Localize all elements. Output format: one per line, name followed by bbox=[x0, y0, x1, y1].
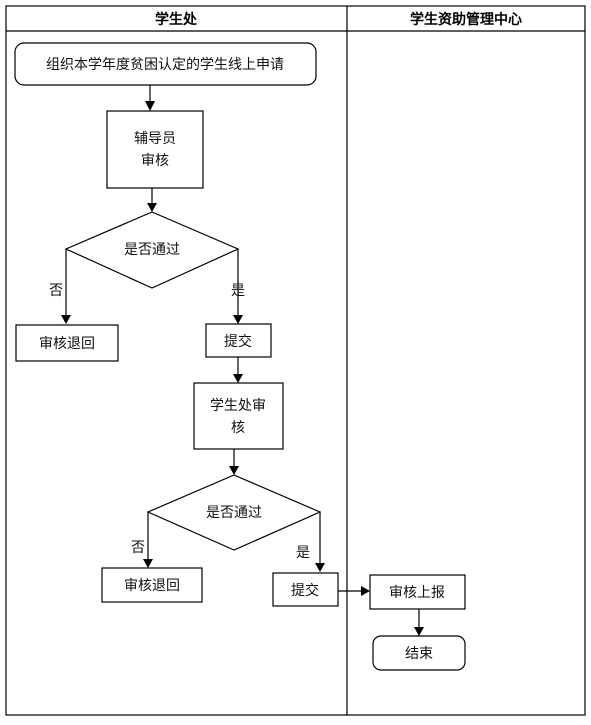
end-node-label: 结束 bbox=[405, 646, 433, 662]
decision1-no-label: 否 bbox=[49, 283, 63, 299]
lane-header-student-office: 学生处 bbox=[155, 11, 198, 28]
arrow-head bbox=[145, 101, 155, 111]
arrow-head bbox=[229, 466, 239, 475]
decision2-diamond bbox=[146, 474, 322, 551]
lane-header-aid-center: 学生资助管理中心 bbox=[410, 11, 522, 28]
arrow-head bbox=[361, 586, 370, 596]
decision1-label: 是否通过 bbox=[124, 242, 180, 258]
reject2-box bbox=[101, 567, 203, 603]
counselor-review-label-2: 审核 bbox=[141, 153, 169, 169]
office-review-box bbox=[193, 382, 284, 450]
arrow-head bbox=[414, 627, 424, 636]
decision1-yes-label: 是 bbox=[231, 283, 245, 299]
arrow-head bbox=[233, 315, 243, 324]
arrow-head bbox=[147, 203, 157, 212]
report-label: 审核上报 bbox=[389, 585, 445, 601]
arrow-head bbox=[61, 315, 71, 324]
office-review-label-1: 学生处审 bbox=[210, 398, 266, 414]
start-node-label: 组织本学年度贫困认定的学生线上申请 bbox=[46, 57, 284, 73]
reject1-label: 审核退回 bbox=[39, 336, 95, 352]
arrow-head bbox=[143, 559, 153, 568]
decision1-diamond bbox=[64, 211, 240, 289]
submit2-label: 提交 bbox=[291, 582, 319, 599]
counselor-review-label-1: 辅导员 bbox=[134, 131, 176, 147]
start-node bbox=[14, 42, 317, 86]
report-box bbox=[369, 574, 466, 610]
office-review-label-2: 核 bbox=[231, 420, 245, 436]
reject1-box bbox=[15, 324, 119, 362]
arrow-head bbox=[315, 563, 325, 572]
submit1-label: 提交 bbox=[224, 333, 252, 350]
end-node bbox=[372, 635, 466, 671]
arrow-head bbox=[233, 374, 243, 383]
submit2-box bbox=[272, 572, 339, 607]
decision2-label: 是否通过 bbox=[206, 505, 262, 521]
decision2-yes-label: 是 bbox=[296, 545, 310, 561]
reject2-label: 审核退回 bbox=[124, 578, 180, 594]
submit1-box bbox=[205, 323, 272, 358]
counselor-review-box bbox=[106, 110, 204, 189]
decision2-no-label: 否 bbox=[131, 540, 145, 556]
